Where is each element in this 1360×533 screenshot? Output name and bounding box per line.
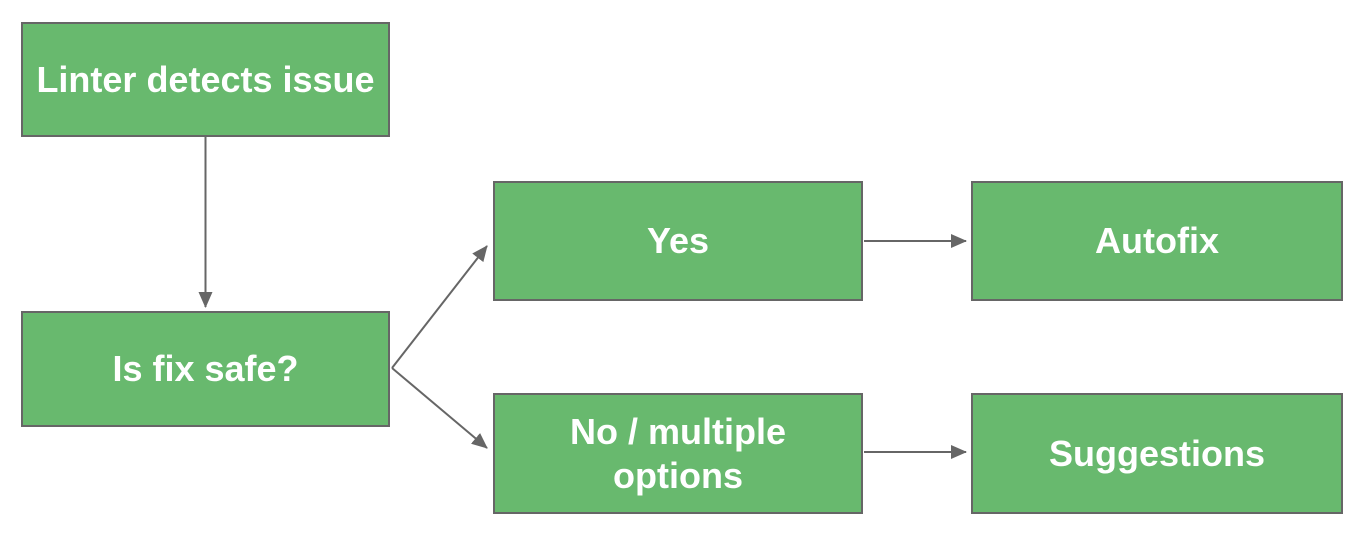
node-autofix-label: Autofix [1095,220,1219,262]
node-suggestions-label: Suggestions [1048,432,1266,474]
node-suggestions: Suggestions [971,393,1343,514]
node-yes-label: Yes [646,220,710,262]
node-autofix: Autofix [971,181,1343,301]
node-no-multiple-options-label: No / multiple options [570,411,786,496]
arrow-is-fix-safe-to-no-multiple-options [391,367,488,449]
node-is-fix-safe: Is fix safe? [21,311,390,427]
node-linter-detects-issue: Linter detects issue [21,22,390,137]
node-yes: Yes [493,181,863,301]
node-no-multiple-options: No / multiple options [493,393,863,514]
node-is-fix-safe-label: Is fix safe? [112,348,299,390]
node-linter-detects-issue-label: Linter detects issue [36,58,375,100]
arrow-is-fix-safe-to-yes [391,245,488,369]
